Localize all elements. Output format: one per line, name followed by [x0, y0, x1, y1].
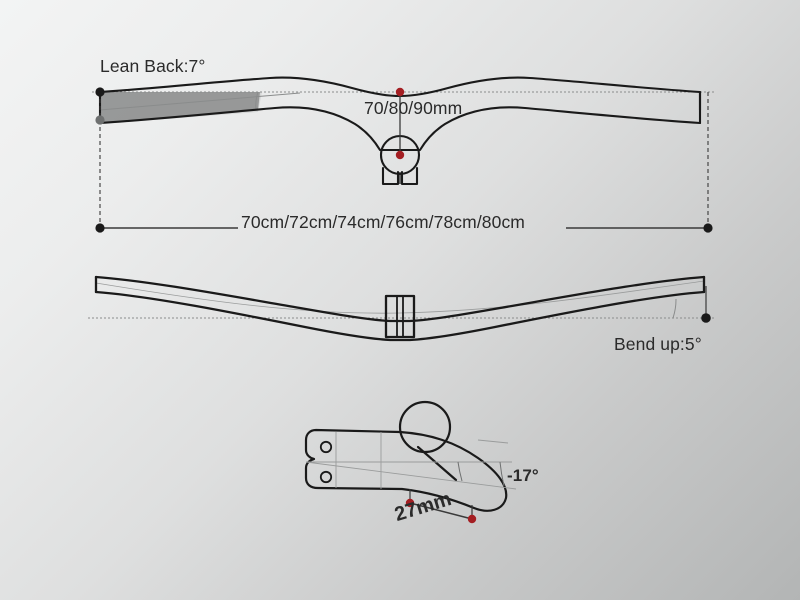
stem-bolt-hole-upper: [319, 440, 333, 454]
lean-back-dot-bar-tip: [95, 115, 105, 125]
handlebar-width-label: 70cm/72cm/74cm/76cm/78cm/80cm: [241, 212, 525, 232]
reach-dimension-line: [409, 502, 473, 520]
stem-angled-axis: [305, 461, 517, 490]
stem-angle-arc-outer: [499, 461, 505, 487]
bend-up-label: Bend up:5°: [614, 334, 702, 354]
stem-angle-label: -17°: [507, 466, 539, 485]
side-bar-centerline: [95, 280, 705, 314]
width-dimension-dot-right: [703, 223, 713, 233]
stem-detail-brace-line: [416, 445, 458, 482]
side-clamp-outline: [384, 294, 416, 339]
stem-angle-arc-inner: [457, 461, 463, 482]
lean-back-label: Lean Back:7°: [100, 56, 206, 76]
left-arm-centerline: [99, 92, 301, 111]
stem-dimension-dot-bottom: [395, 150, 405, 160]
reach-dimension-dot-right: [467, 514, 477, 524]
side-lower-edge: [94, 290, 706, 342]
stem-angled-axis-extension: [477, 439, 509, 444]
stem-shaft-left: [381, 166, 400, 186]
stem-clamp-group: [379, 134, 421, 186]
reach-dimension-dot-left: [405, 498, 415, 508]
stem-shaft-right: [400, 166, 419, 186]
stem-detail-group: [304, 400, 517, 524]
stem-dimension-dot-top: [395, 87, 405, 97]
side-clamp-block: [384, 294, 416, 339]
lean-back-dot-reference: [95, 87, 105, 97]
width-dimension-dot-left: [95, 223, 105, 233]
bend-up-angle-arc: [672, 298, 677, 319]
side-upper-edge: [94, 275, 706, 323]
bend-up-dot: [701, 313, 711, 323]
top-view-group: [92, 76, 716, 233]
stem-length-label: 70/80/90mm: [364, 98, 463, 118]
side-view-group: [88, 275, 716, 342]
stem-detail-outline: [304, 428, 508, 512]
stem-detail-steerer-circle: [398, 400, 452, 454]
stem-bolt-hole-lower: [319, 470, 333, 484]
